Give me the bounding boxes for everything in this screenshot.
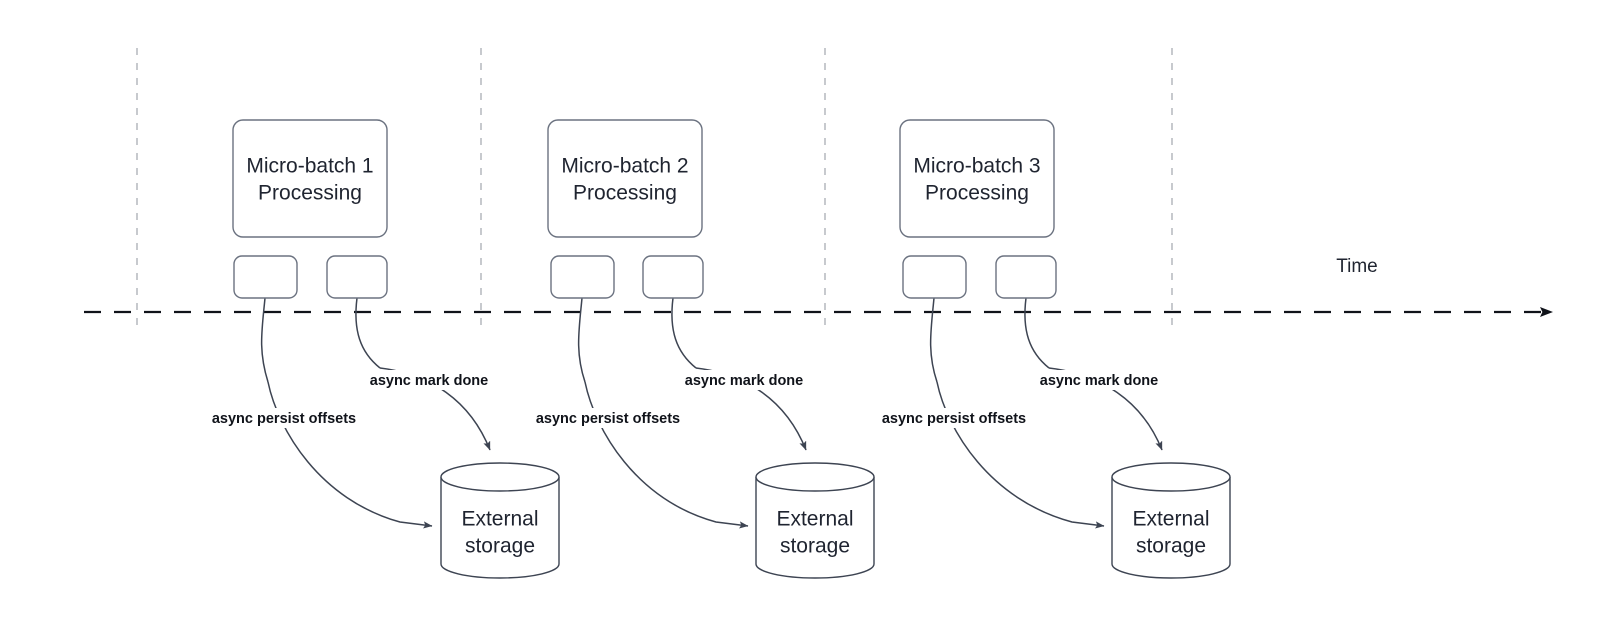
svg-text:async persist offsets: async persist offsets [882, 411, 1026, 427]
external-storage-3-label-line2: storage [1136, 535, 1206, 558]
task-box-2a[interactable] [550, 255, 615, 299]
svg-text:async persist offsets: async persist offsets [212, 411, 356, 427]
stub-edge-1b [355, 297, 381, 369]
stub-edge-1a [260, 297, 269, 383]
micro-batch-box-1-label-line1: Micro-batch 1 [246, 155, 373, 178]
mark-done-label-3: async mark done [1031, 370, 1168, 390]
micro-batch-box-2-label-line2: Processing [573, 182, 677, 205]
micro-batch-box-3-label-line2: Processing [925, 182, 1029, 205]
time-axis-label: Time [1336, 256, 1378, 277]
persist-offsets-edge-3 [936, 381, 1105, 529]
persist-offsets-label-3: async persist offsets [866, 408, 1043, 428]
group-3: Micro-batch 3 Processing External storag… [866, 119, 1231, 579]
stub-edge-2a [577, 297, 586, 383]
persist-offsets-label-2: async persist offsets [520, 408, 697, 428]
external-storage-1-label-line1: External [461, 508, 538, 531]
task-box-1a[interactable] [233, 255, 298, 299]
svg-text:async mark done: async mark done [685, 373, 803, 389]
external-storage-2-label-line1: External [776, 508, 853, 531]
external-storage-2-label-line2: storage [780, 535, 850, 558]
task-box-1b[interactable] [326, 255, 388, 299]
group-1: Micro-batch 1 Processing External storag… [196, 119, 560, 579]
mark-done-label-1: async mark done [361, 370, 498, 390]
svg-text:async mark done: async mark done [370, 373, 488, 389]
task-box-3a[interactable] [902, 255, 967, 299]
task-box-3b[interactable] [995, 255, 1057, 299]
svg-text:async mark done: async mark done [1040, 373, 1158, 389]
micro-batch-box-1[interactable] [232, 119, 388, 238]
persist-offsets-label-1: async persist offsets [196, 408, 373, 428]
micro-batch-box-1-label-line2: Processing [258, 182, 362, 205]
divider-group [136, 48, 1173, 332]
svg-text:async persist offsets: async persist offsets [536, 411, 680, 427]
group-2: Micro-batch 2 Processing External storag… [520, 119, 875, 579]
micro-batch-box-3-label-line1: Micro-batch 3 [913, 155, 1040, 178]
task-box-2b[interactable] [642, 255, 704, 299]
external-storage-1-label-line2: storage [465, 535, 535, 558]
external-storage-2[interactable]: External storage [755, 462, 875, 579]
external-storage-1[interactable]: External storage [440, 462, 560, 579]
persist-offsets-edge-2 [584, 381, 749, 529]
stub-edge-3a [929, 297, 938, 383]
micro-batch-box-3[interactable] [899, 119, 1055, 238]
external-storage-3-label-line1: External [1132, 508, 1209, 531]
stub-edge-3b [1024, 297, 1050, 369]
micro-batch-box-2[interactable] [547, 119, 703, 238]
external-storage-3[interactable]: External storage [1111, 462, 1231, 579]
micro-batch-box-2-label-line1: Micro-batch 2 [561, 155, 688, 178]
mark-done-label-2: async mark done [676, 370, 813, 390]
persist-offsets-edge-1 [267, 381, 433, 529]
stub-edge-2b [671, 297, 697, 369]
